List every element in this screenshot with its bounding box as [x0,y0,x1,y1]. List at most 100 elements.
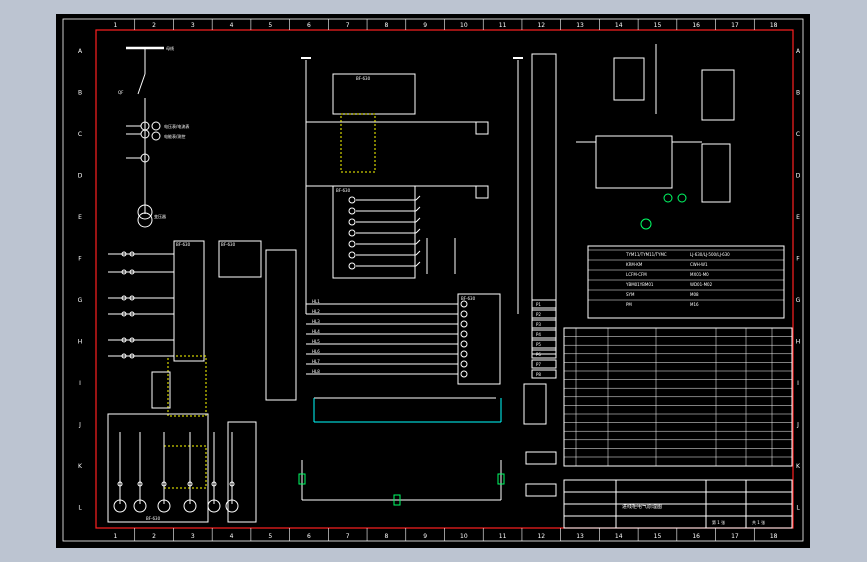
column-label: 18 [770,22,778,29]
row-label: D [796,172,801,179]
column-label: 2 [152,533,156,540]
row-label: K [796,463,801,470]
column-label: 8 [385,533,389,540]
column-label: 13 [576,22,584,29]
column-label: 10 [460,533,468,540]
left-relay-titles: BF-630 BF-630 BF-630 [146,242,236,521]
row-label: H [78,338,83,345]
column-label: 4 [230,533,234,540]
side-label-boxes [523,383,557,497]
svg-text:电能表/测控: 电能表/测控 [164,133,185,139]
row-label: C [796,131,800,138]
column-label: 2 [152,22,156,29]
column-label: 16 [692,22,700,29]
column-label: 11 [499,533,507,540]
row-label: I [79,380,81,387]
single-line-diagram [126,46,164,228]
column-label: 12 [537,22,545,29]
component-model: TYM11/TYM11/TYMC [625,252,667,257]
svg-text:BF-630: BF-630 [146,516,161,521]
row-label: A [78,48,83,55]
row-label: G [78,297,83,304]
row-label: L [796,504,800,511]
row-label: F [796,255,800,262]
column-label: 11 [499,22,507,29]
component-spec: WD01-M02 [690,282,713,287]
signal-line-label: HL7 [312,359,320,364]
row-label: D [78,172,83,179]
row-label: E [796,214,800,221]
signal-line-label: HL5 [312,339,320,344]
svg-text:BF-630: BF-630 [176,242,191,247]
single-line-small-text: 母线 QF 电压表/电流表 电能表/测控 变压器 [118,45,189,219]
column-label: 12 [537,533,545,540]
column-label: 15 [654,533,662,540]
signal-line-label: HL4 [312,329,320,334]
contact-label: P4 [536,332,541,337]
title-block: 进线柜电气原理图 第 1 张 共 1 张 [563,479,793,529]
drawing-title: 进线柜电气原理图 [622,503,662,510]
component-spec: M08 [690,292,699,297]
red-frame [95,29,794,529]
right-upper-circuit [576,44,735,230]
signal-line-label: HL2 [312,309,320,314]
center-relay-titles: BF-630 BF-630 BF-630 [336,76,476,301]
center-schematic [301,53,557,385]
left-wiring [108,251,239,513]
row-label: C [78,131,82,138]
outer-border [62,18,804,542]
signal-line-label: HL1 [312,299,320,304]
component-model: LCFM-CFM [626,272,647,277]
contact-label: P5 [536,342,541,347]
svg-text:BF-630: BF-630 [461,296,476,301]
row-label: K [78,463,83,470]
row-label: A [796,48,801,55]
svg-text:BF-630: BF-630 [221,242,236,247]
row-label: I [797,380,799,387]
row-label: H [796,338,801,345]
row-label: J [796,421,799,428]
row-label: E [78,214,82,221]
svg-text:电压表/电流表: 电压表/电流表 [164,123,189,129]
column-label: 6 [307,533,311,540]
contact-label: P8 [536,372,541,377]
column-label: 16 [692,533,700,540]
column-label: 1 [113,533,117,540]
column-label: 17 [731,533,739,540]
column-label: 1 [113,22,117,29]
svg-text:母线: 母线 [166,45,174,51]
svg-text:QF: QF [118,90,124,95]
component-table: TYM11/TYM11/TYMC LJ-630/LJ-500/LJ-630KRM-… [587,245,785,319]
sheet-total: 共 1 张 [752,519,765,525]
svg-text:BF-630: BF-630 [336,188,351,193]
column-label: 6 [307,22,311,29]
svg-text:BF-630: BF-630 [356,76,371,81]
sheet-number: 第 1 张 [712,519,725,525]
column-label: 3 [191,22,195,29]
parts-list [563,327,793,467]
bus-lines [298,397,505,506]
row-label: L [78,504,82,511]
component-spec: MX01-M0 [690,272,709,277]
row-label: B [78,89,82,96]
column-label: 14 [615,533,623,540]
signal-line-label: HL8 [312,369,320,374]
column-label: 17 [731,22,739,29]
column-label: 5 [268,22,272,29]
row-label: B [796,89,800,96]
contact-label: P3 [536,322,541,327]
row-label: J [78,421,81,428]
component-spec: LJ-630/LJ-500/LJ-630 [690,252,730,257]
contact-label: P6 [536,352,541,357]
component-spec: M16 [690,302,699,307]
component-model: KRM-KM [626,262,643,267]
column-label: 8 [385,22,389,29]
signal-line-label: HL3 [312,319,320,324]
